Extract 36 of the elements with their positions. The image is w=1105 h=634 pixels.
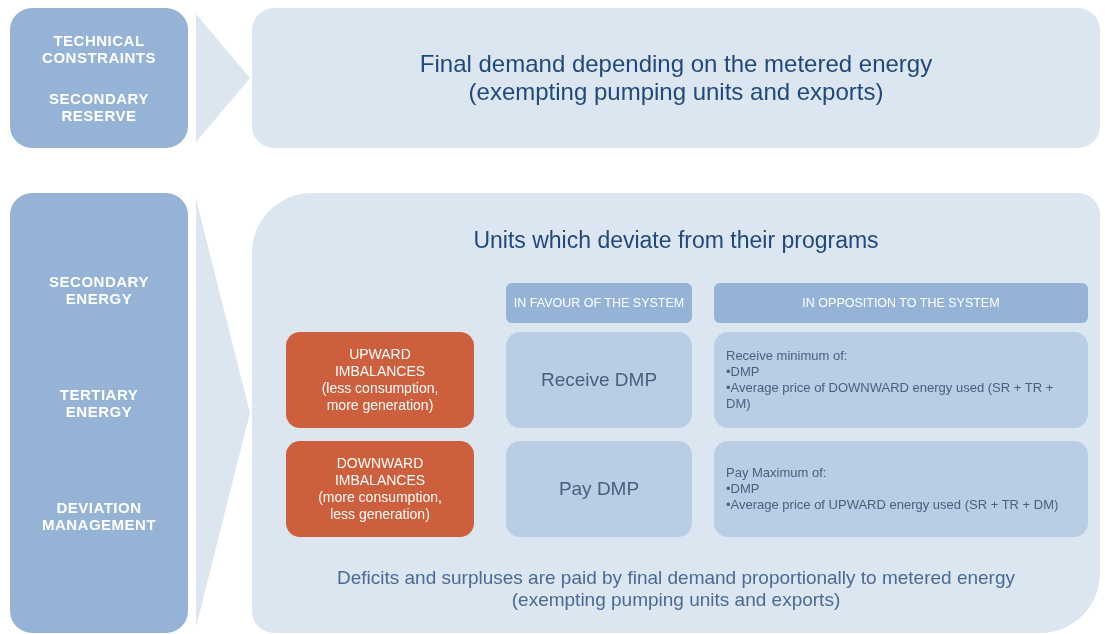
column-heading: IN OPPOSITION TO THE SYSTEM	[802, 296, 1000, 310]
imbalance-note: (more consumption, less generation)	[317, 489, 443, 523]
bullet-item: •Average price of DOWNWARD energy used (SR + TR + DM)	[726, 380, 1055, 413]
imbalance-heading: UPWARD IMBALANCES	[333, 346, 427, 380]
bullet-item: •Average price of UPWARD energy used (SR + TR + DM)	[726, 497, 1059, 514]
imbalance-box	[286, 441, 474, 537]
description-panel	[252, 193, 1100, 633]
bullet-item: •DMP	[726, 363, 761, 380]
category-label: SECONDARY ENERGY	[48, 272, 150, 307]
category-box	[10, 8, 188, 148]
imbalance-note: (less consumption, more generation)	[320, 380, 440, 414]
rule-cell	[506, 441, 692, 537]
cell-text: Pay DMP	[558, 478, 640, 500]
category-label: SECONDARY RESERVE	[48, 90, 150, 124]
rule-cell	[714, 332, 1088, 428]
panel-title: Final demand depending on the metered energy (exempting pumping units and exports)	[418, 50, 934, 106]
chevron-arrow	[196, 14, 250, 142]
rule-cell	[506, 332, 692, 428]
chevron-arrow	[196, 199, 250, 627]
imbalance-heading: DOWNWARD IMBALANCES	[333, 455, 427, 489]
cell-text: Pay Maximum of:	[726, 464, 827, 481]
column-heading: IN FAVOUR OF THE SYSTEM	[513, 296, 685, 310]
cell-text: Receive DMP	[540, 369, 658, 391]
column-header	[506, 283, 692, 323]
column-header	[714, 283, 1088, 323]
category-label: TERTIARY ENERGY	[58, 386, 140, 420]
rule-cell	[714, 441, 1088, 537]
description-panel	[252, 8, 1100, 148]
category-label: DEVIATION MANAGEMENT	[40, 499, 158, 534]
category-label: TECHNICAL CONSTRAINTS	[41, 32, 157, 66]
bullet-item: •DMP	[726, 480, 761, 498]
category-box	[10, 193, 188, 633]
cell-text: Receive minimum of:	[726, 347, 848, 364]
panel-note: Deficits and surpluses are paid by final demand proportionally to metered energy (exempting pumping units and exports)	[335, 567, 1016, 611]
panel-title: Units which deviate from their programs	[473, 227, 879, 254]
imbalance-box	[286, 332, 474, 428]
